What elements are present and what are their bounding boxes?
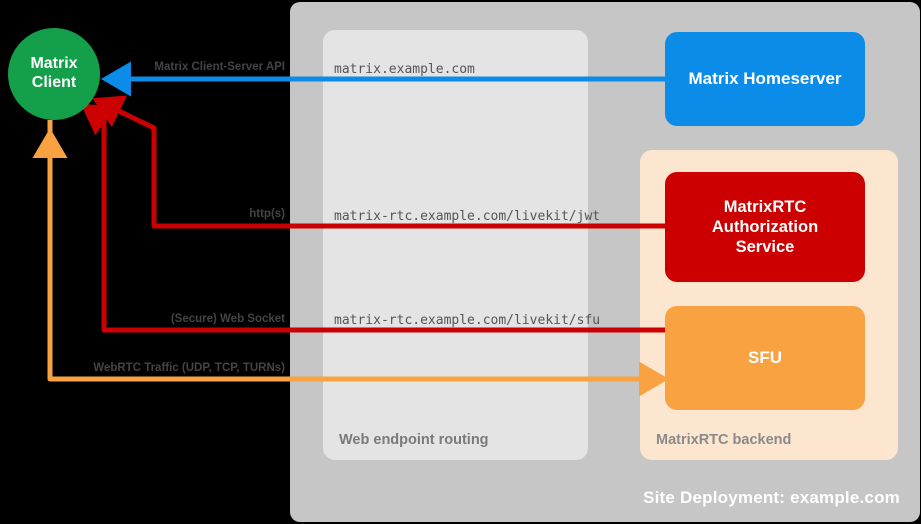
matrix-client-node[interactable]: Matrix Client (8, 28, 100, 120)
matrix-homeserver-box[interactable]: Matrix Homeserver (665, 32, 865, 126)
matrixrtc-authorization-service-box[interactable]: MatrixRTC Authorization Service (665, 172, 865, 282)
auth-service-label-line3: Service (735, 238, 795, 257)
web-endpoint-routing-panel: Web endpoint routing (323, 30, 588, 460)
sfu-box[interactable]: SFU (665, 306, 865, 410)
matrix-homeserver-label: Matrix Homeserver (688, 68, 842, 88)
site-deployment-label: Site Deployment: example.com (643, 488, 900, 507)
sfu-label: SFU (748, 347, 782, 367)
auth-service-label-line2: Authorization (711, 217, 819, 236)
label-http-s: http(s) (249, 208, 285, 220)
web-endpoint-routing-label: Web endpoint routing (339, 432, 489, 448)
endpoint-matrix-example-com: matrix.example.com (334, 62, 475, 77)
endpoint-livekit-jwt: matrix-rtc.example.com/livekit/jwt (334, 209, 601, 224)
label-secure-web-socket: (Secure) Web Socket (170, 313, 285, 325)
matrixrtc-backend-label: MatrixRTC backend (656, 432, 792, 448)
label-webrtc-traffic: WebRTC Traffic (UDP, TCP, TURNs) (93, 362, 285, 374)
matrix-client-label-line2: Client (31, 74, 77, 91)
auth-service-label-line1: MatrixRTC (723, 197, 807, 216)
matrix-client-label-line1: Matrix (30, 55, 78, 73)
label-matrix-client-server-api: Matrix Client-Server API (154, 61, 285, 73)
endpoint-livekit-sfu: matrix-rtc.example.com/livekit/sfu (334, 313, 601, 328)
